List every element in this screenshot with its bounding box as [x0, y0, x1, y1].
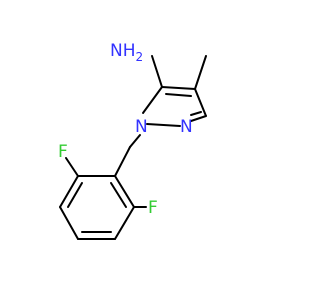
atom-labels: NH2 N N F F: [58, 41, 193, 218]
bond-c4-c3: [194, 88, 207, 117]
bonds: [59, 55, 207, 240]
bond-ch2-c1: [114, 146, 131, 177]
bond-n1-ch2: [129, 134, 141, 148]
bond-c5-c6: [114, 206, 135, 240]
amine-label: NH2: [110, 41, 143, 64]
molecule-diagram: NH2 N N F F: [58, 41, 207, 240]
bond-c4-methyl: [194, 55, 207, 90]
bond-c3-c4: [59, 206, 79, 240]
bond-c6-c1: [114, 175, 135, 208]
bond-n2-n1: [146, 123, 181, 127]
bond-c3-n2: [190, 115, 207, 122]
fluorine-bottom: F: [148, 198, 158, 218]
bond-c3-n2-inner: [190, 111, 202, 116]
ring-nitrogen-n1: N: [135, 117, 148, 137]
bond-c2-c3-inner: [67, 182, 83, 208]
bond-c2-fluorine: [65, 157, 79, 177]
bond-c6-c1-inner: [110, 182, 127, 208]
bond-c2-c3: [59, 175, 79, 208]
bond-n1-c5: [142, 86, 163, 114]
bond-c5-c4: [161, 86, 196, 90]
bond-amine-c5: [151, 55, 163, 88]
ring-nitrogen-n2: N: [180, 117, 193, 137]
bond-c5-c4-inner: [165, 93, 192, 97]
fluorine-top: F: [58, 142, 68, 162]
